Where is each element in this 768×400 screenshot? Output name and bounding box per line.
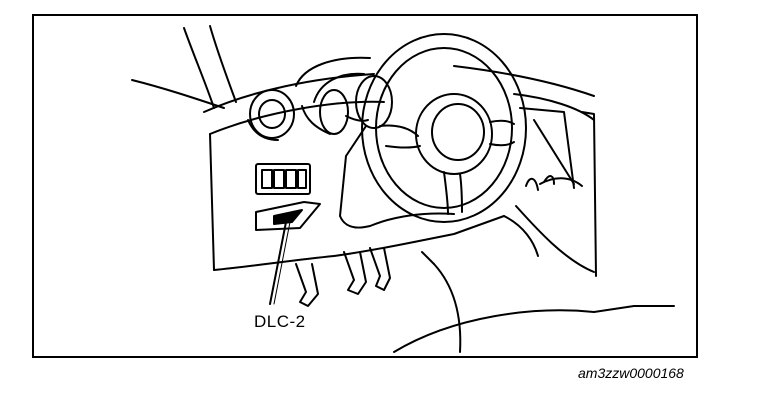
steering-column bbox=[340, 126, 538, 256]
center-console bbox=[516, 108, 596, 276]
instrument-cluster bbox=[296, 58, 392, 134]
illustration-frame: DLC-2 bbox=[32, 14, 698, 358]
lower-dash-panel bbox=[210, 134, 504, 270]
callout-leader-line bbox=[270, 222, 286, 304]
dashboard-line-drawing bbox=[34, 16, 696, 356]
round-air-vent bbox=[248, 90, 294, 140]
floor-contour bbox=[394, 252, 674, 352]
steering-wheel bbox=[362, 34, 526, 222]
switch-panel bbox=[256, 164, 310, 194]
dlc-2-label: DLC-2 bbox=[254, 312, 306, 331]
pedals bbox=[296, 248, 390, 306]
dlc-2-connector bbox=[256, 202, 320, 230]
figure-code: am3zzw0000168 bbox=[578, 365, 684, 381]
a-pillar bbox=[132, 26, 236, 108]
